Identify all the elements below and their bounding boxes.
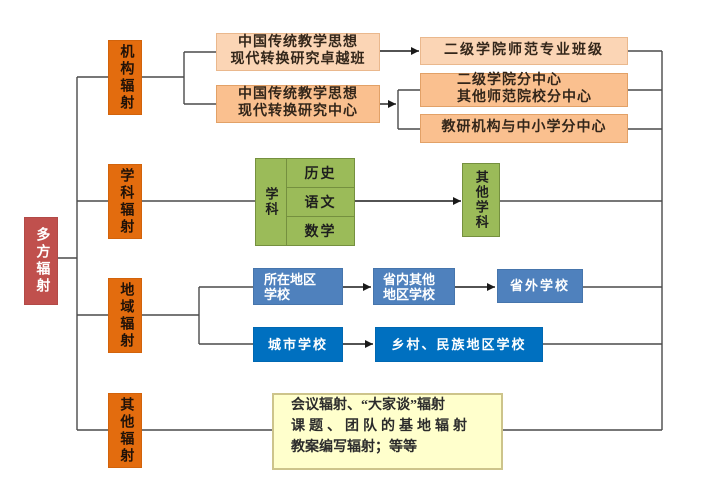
excellence-class-line2: 现代转换研究卓越班 — [230, 52, 366, 67]
arrow-connectors — [343, 47, 495, 348]
plain-connectors — [58, 50, 663, 431]
node-rural-schools: 乡村、民族地区学校 — [375, 327, 543, 362]
research-center-line1: 中国传统教学思想 — [238, 87, 358, 103]
node-root: 多方辐射 — [24, 217, 58, 305]
node-normal-major-class: 二级学院师范专业班级 — [420, 37, 628, 65]
local-schools-line2: 学校 — [264, 286, 291, 302]
branch-other-label: 其他辐射 — [118, 396, 134, 465]
out-province-schools-label: 省外学校 — [509, 278, 570, 294]
branch-discipline-label: 学科辐射 — [118, 167, 134, 236]
research-center-line2: 现代转换研究中心 — [238, 104, 358, 119]
node-branch-region: 地域辐射 — [108, 278, 142, 353]
excellence-class-line1: 中国传统教学思想 — [238, 35, 358, 51]
node-branch-discipline: 学科辐射 — [108, 164, 142, 239]
branch-region-label: 地域辐射 — [118, 281, 134, 350]
node-city-schools: 城市学校 — [253, 327, 343, 362]
city-schools-label: 城市学校 — [267, 336, 328, 352]
node-out-province-schools: 省外学校 — [497, 269, 583, 303]
local-schools-line1: 所在地区 — [264, 271, 317, 287]
other-radiation-lines: 会议辐射、“大家谈”辐射 课题、团队的基地辐射 教案编写辐射；等等 — [286, 395, 471, 458]
node-excellence-class: 中国传统教学思想 现代转换研究卓越班 — [216, 33, 380, 71]
discipline-row-math: 数学 — [287, 216, 354, 245]
node-local-schools: 所在地区 学校 — [253, 268, 343, 305]
node-branch-other: 其他辐射 — [108, 393, 142, 468]
teaching-research-centers-label: 教研机构与中小学分中心 — [441, 120, 607, 136]
normal-major-class-label: 二级学院师范专业班级 — [444, 42, 604, 58]
node-in-province-schools: 省内其他 地区学校 — [373, 268, 455, 305]
node-sub-centers: 二级学院分中心 其他师范院校分中心 — [420, 73, 628, 107]
node-research-center: 中国传统教学思想 现代转换研究中心 — [216, 85, 380, 123]
rural-schools-label: 乡村、民族地区学校 — [391, 336, 527, 352]
discipline-table-header: 学科 — [256, 159, 287, 245]
in-province-schools-line1: 省内其他 — [383, 271, 436, 287]
node-root-label: 多方辐射 — [34, 227, 50, 295]
sub-centers-line2: 其他师范院校分中心 — [457, 90, 592, 105]
in-province-schools-line2: 地区学校 — [383, 286, 436, 302]
discipline-row-chinese: 语文 — [287, 187, 354, 216]
discipline-rows: 历史 语文 数学 — [287, 159, 354, 245]
discipline-row-history: 历史 — [304, 167, 337, 182]
node-branch-institution: 机构辐射 — [108, 40, 142, 115]
other-radiation-line2: 课题、团队的基地辐射 — [291, 419, 471, 434]
other-subjects-label: 其他学科 — [473, 170, 489, 230]
node-other-subjects: 其他学科 — [462, 163, 500, 237]
other-radiation-line3: 教案编写辐射；等等 — [291, 440, 417, 455]
other-radiation-line1: 会议辐射、“大家谈”辐射 — [291, 398, 445, 413]
sub-centers-line1: 二级学院分中心 — [457, 73, 562, 89]
node-other-radiation-note: 会议辐射、“大家谈”辐射 课题、团队的基地辐射 教案编写辐射；等等 — [272, 393, 503, 470]
discipline-header-label: 学科 — [263, 187, 279, 217]
branch-institution-label: 机构辐射 — [118, 43, 134, 112]
node-teaching-research-centers: 教研机构与中小学分中心 — [420, 114, 628, 143]
discipline-table: 学科 历史 语文 数学 — [255, 158, 355, 246]
